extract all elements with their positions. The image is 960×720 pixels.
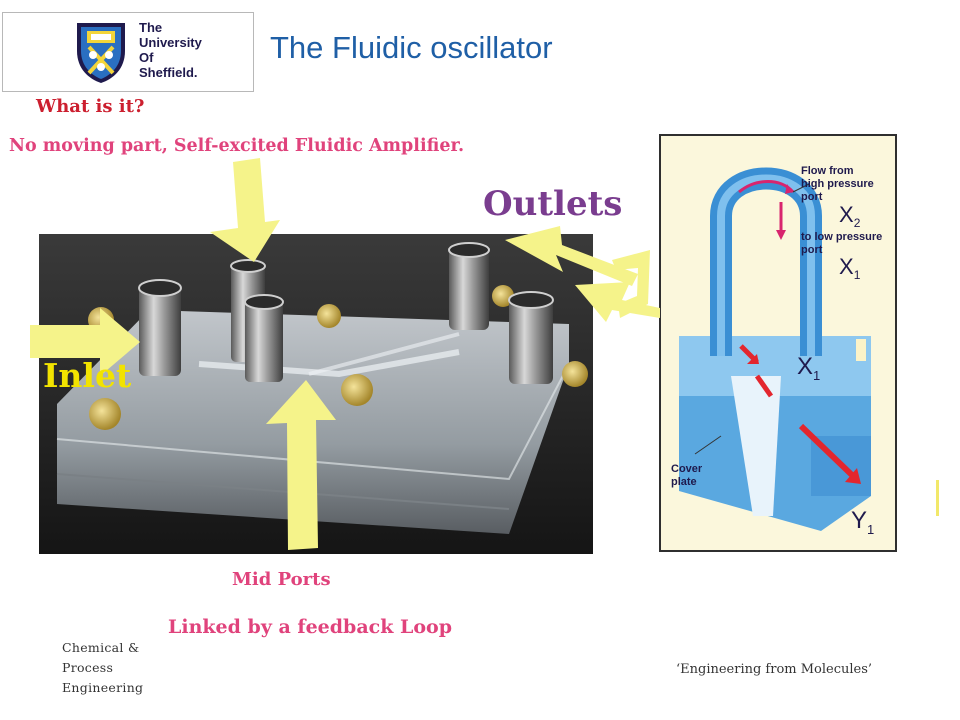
svg-text:Y1: Y1 bbox=[851, 507, 874, 537]
logo-line: Sheffield. bbox=[139, 65, 198, 80]
x2-subscript: 2 bbox=[854, 216, 861, 230]
svg-text:X2: X2 bbox=[839, 202, 861, 230]
svg-text:X1: X1 bbox=[797, 353, 820, 383]
x1-mid-label: X bbox=[797, 353, 813, 380]
description-text: No moving part, Self-excited Fluidic Amp… bbox=[9, 136, 465, 156]
oscillator-diagram-graphic: Flow from high pressure port X2 to low p… bbox=[671, 165, 885, 537]
y1-subscript: 1 bbox=[867, 522, 874, 537]
flow-from-label: high pressure bbox=[801, 178, 874, 190]
logo-line: University bbox=[139, 35, 202, 50]
to-low-label: to low pressure bbox=[801, 231, 882, 243]
x1-mid-subscript: 1 bbox=[813, 368, 820, 383]
inlet-arrow bbox=[30, 308, 140, 376]
cover-plate-label: plate bbox=[671, 476, 697, 488]
logo-line: The bbox=[139, 20, 163, 35]
footer-motto: ‘Engineering from Molecules’ bbox=[676, 662, 873, 677]
feedback-loop-label: Linked by a feedback Loop bbox=[168, 616, 452, 638]
mid-port-top-arrow bbox=[210, 158, 280, 262]
x1-top-subscript: 1 bbox=[854, 268, 861, 282]
university-name: The University Of Sheffield. bbox=[139, 20, 202, 80]
slide-title: The Fluidic oscillator bbox=[270, 30, 553, 65]
x1-top-label: X bbox=[839, 254, 854, 279]
to-low-label: port bbox=[801, 244, 823, 256]
what-is-it-heading: What is it? bbox=[36, 96, 145, 117]
footer-department: Chemical & Process Engineering bbox=[62, 640, 144, 695]
logo-line: Of bbox=[139, 50, 154, 65]
oscillator-diagram: Flow from high pressure port X2 to low p… bbox=[659, 134, 897, 552]
y1-label: Y bbox=[851, 507, 867, 534]
svg-text:X1: X1 bbox=[839, 254, 861, 282]
flow-from-label: Flow from bbox=[801, 165, 854, 177]
side-mark bbox=[936, 480, 939, 516]
svg-text:to low pressure port: to low pressure port bbox=[801, 231, 885, 256]
mid-ports-label: Mid Ports bbox=[232, 569, 331, 590]
university-crest-icon bbox=[77, 23, 125, 83]
svg-text:Flow from high pressure: Flow from high pressure port bbox=[801, 165, 877, 203]
university-logo: The University Of Sheffield. bbox=[2, 12, 254, 92]
inlet-label: Inlet bbox=[43, 356, 132, 395]
x2-label: X bbox=[839, 202, 854, 227]
svg-text:Cover plate: Cover plate bbox=[671, 463, 705, 488]
mid-port-bottom-arrow bbox=[266, 380, 336, 550]
outlets-label: Outlets bbox=[483, 184, 623, 224]
outlet-arrows bbox=[505, 226, 660, 322]
flow-from-label: port bbox=[801, 191, 823, 203]
side-mark bbox=[856, 339, 866, 361]
cover-plate-label: Cover bbox=[671, 463, 703, 475]
